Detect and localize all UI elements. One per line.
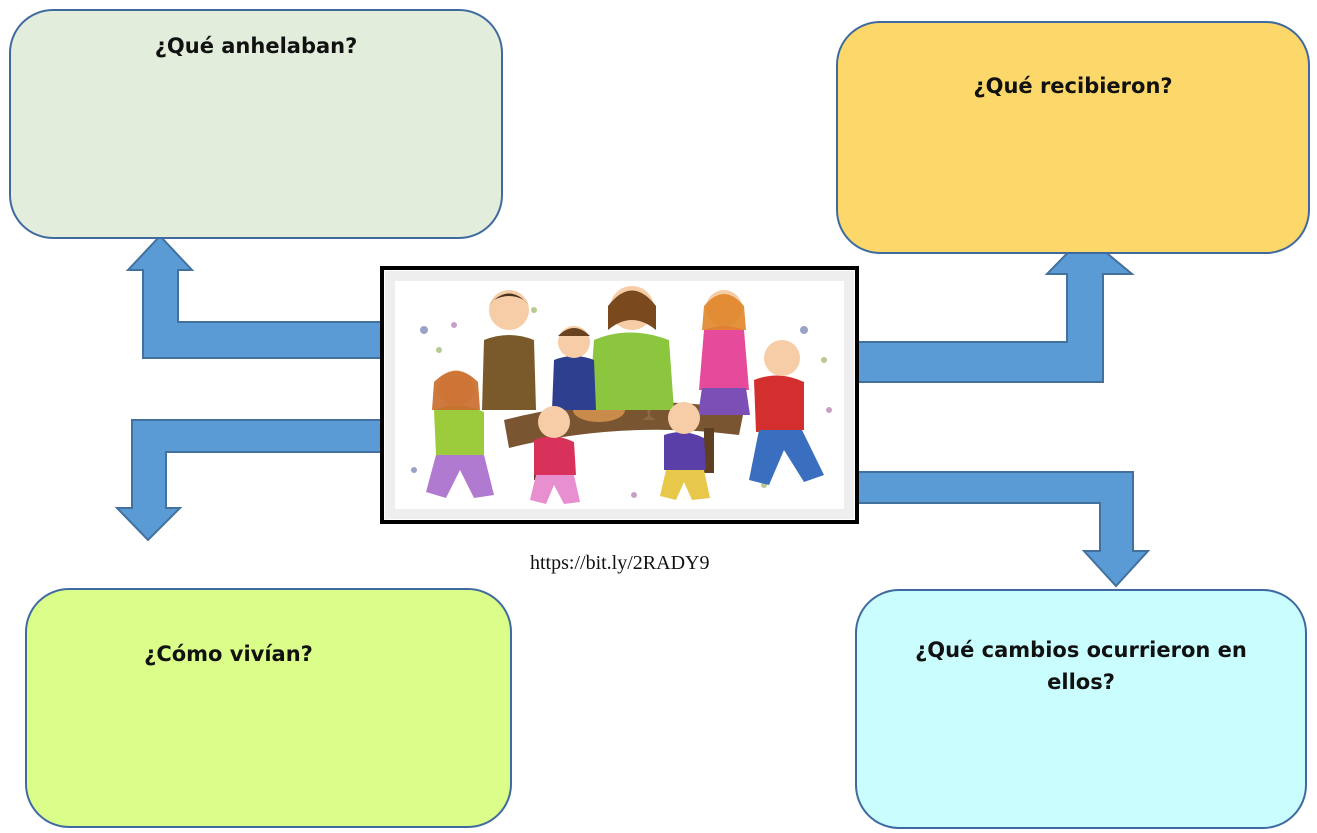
adult-figure xyxy=(482,290,536,410)
question-card-top-right: ¿Qué recibieron? xyxy=(836,21,1310,254)
question-card-top-left: ¿Qué anhelaban? xyxy=(9,9,503,239)
question-text-top-left: ¿Qué anhelaban? xyxy=(154,34,358,58)
arrow-to-top-left xyxy=(125,234,387,359)
child-figure-red xyxy=(749,340,824,485)
jesus-figure xyxy=(589,286,674,410)
arrow-to-bottom-left xyxy=(114,419,387,542)
child-figure-blue xyxy=(552,326,596,410)
arrow-to-bottom-right xyxy=(851,471,1151,588)
question-text-bottom-left: ¿Cómo vivían? xyxy=(144,642,313,666)
child-figure-pink xyxy=(698,290,750,415)
central-illustration xyxy=(380,266,859,524)
arrow-to-top-right xyxy=(851,233,1135,383)
child-figure-small-pink xyxy=(530,406,580,504)
image-source-link[interactable]: https://bit.ly/2RADY9 xyxy=(530,552,710,574)
question-text-bottom-right: ¿Qué cambios ocurrieron en ellos? xyxy=(915,638,1247,694)
child-figure-green xyxy=(426,370,494,498)
question-card-bottom-right: ¿Qué cambios ocurrieron en ellos? xyxy=(855,589,1307,829)
illustration-drawing xyxy=(384,270,855,520)
question-text-top-right: ¿Qué recibieron? xyxy=(973,74,1173,98)
question-card-bottom-left: ¿Cómo vivían? xyxy=(25,588,512,828)
child-figure-purple xyxy=(660,402,710,500)
